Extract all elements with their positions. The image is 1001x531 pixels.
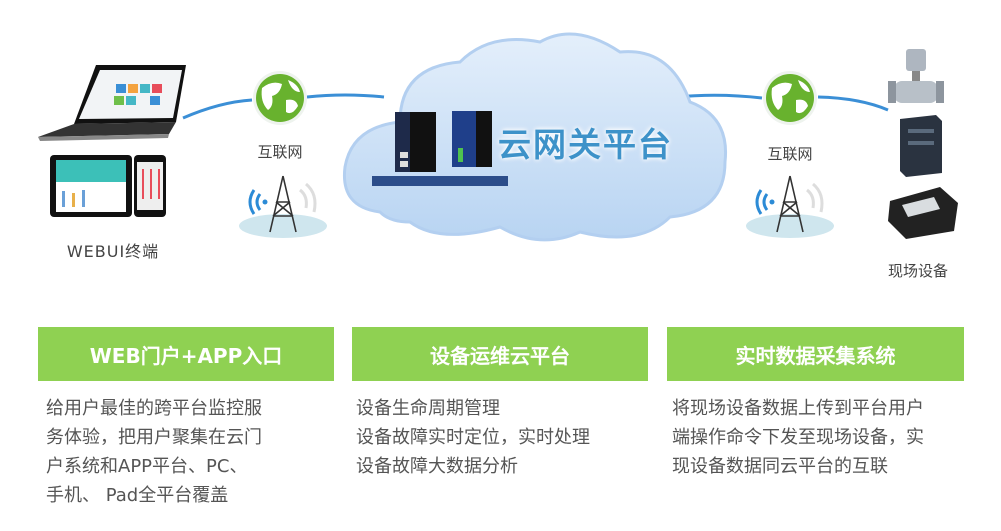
card-line: 给用户最佳的跨平台监控服: [46, 398, 262, 419]
laptop-icon: [38, 65, 186, 141]
globe-icon: [763, 71, 817, 125]
card-header-ops-cloud: 设备运维云平台: [352, 327, 648, 381]
internet-label-right: 互联网: [767, 145, 813, 163]
card-line: 设备生命周期管理: [356, 398, 500, 419]
field-devices-label: 现场设备: [887, 262, 948, 280]
card-body-web-app: 给用户最佳的跨平台监控服 务体验，把用户聚集在云门 户系统和APP平台、PC、 …: [46, 394, 262, 510]
card-line: 设备故障大数据分析: [356, 456, 518, 477]
card-line: 现设备数据同云平台的互联: [672, 456, 888, 477]
card-line: 务体验，把用户聚集在云门: [46, 427, 262, 448]
card-line: 端操作命令下发至现场设备，实: [672, 427, 924, 448]
webui-terminal-label: WEBUI终端: [66, 242, 160, 261]
card-body-data-acquisition: 将现场设备数据上传到平台用户 端操作命令下发至现场设备，实 现设备数据同云平台的…: [672, 394, 924, 481]
card-header-web-app: WEB门户+APP入口: [38, 327, 334, 381]
card-body-ops-cloud: 设备生命周期管理 设备故障实时定位，实时处理 设备故障大数据分析: [356, 394, 590, 481]
signal-tower-icon: [746, 175, 834, 238]
field-devices-icon: [888, 49, 958, 239]
globe-icon: [253, 71, 307, 125]
tablet-phone-icon: [50, 155, 166, 217]
signal-tower-icon: [239, 175, 327, 238]
card-line: 手机、 Pad全平台覆盖: [46, 485, 229, 506]
gateway-devices-icon: [372, 111, 508, 186]
card-line: 设备故障实时定位，实时处理: [356, 427, 590, 448]
cloud-platform-title: 云网关平台: [498, 125, 673, 164]
card-header-data-acquisition: 实时数据采集系统: [667, 327, 964, 381]
card-line: 将现场设备数据上传到平台用户: [672, 398, 924, 419]
card-line: 户系统和APP平台、PC、: [46, 456, 248, 477]
internet-label-left: 互联网: [257, 143, 303, 161]
